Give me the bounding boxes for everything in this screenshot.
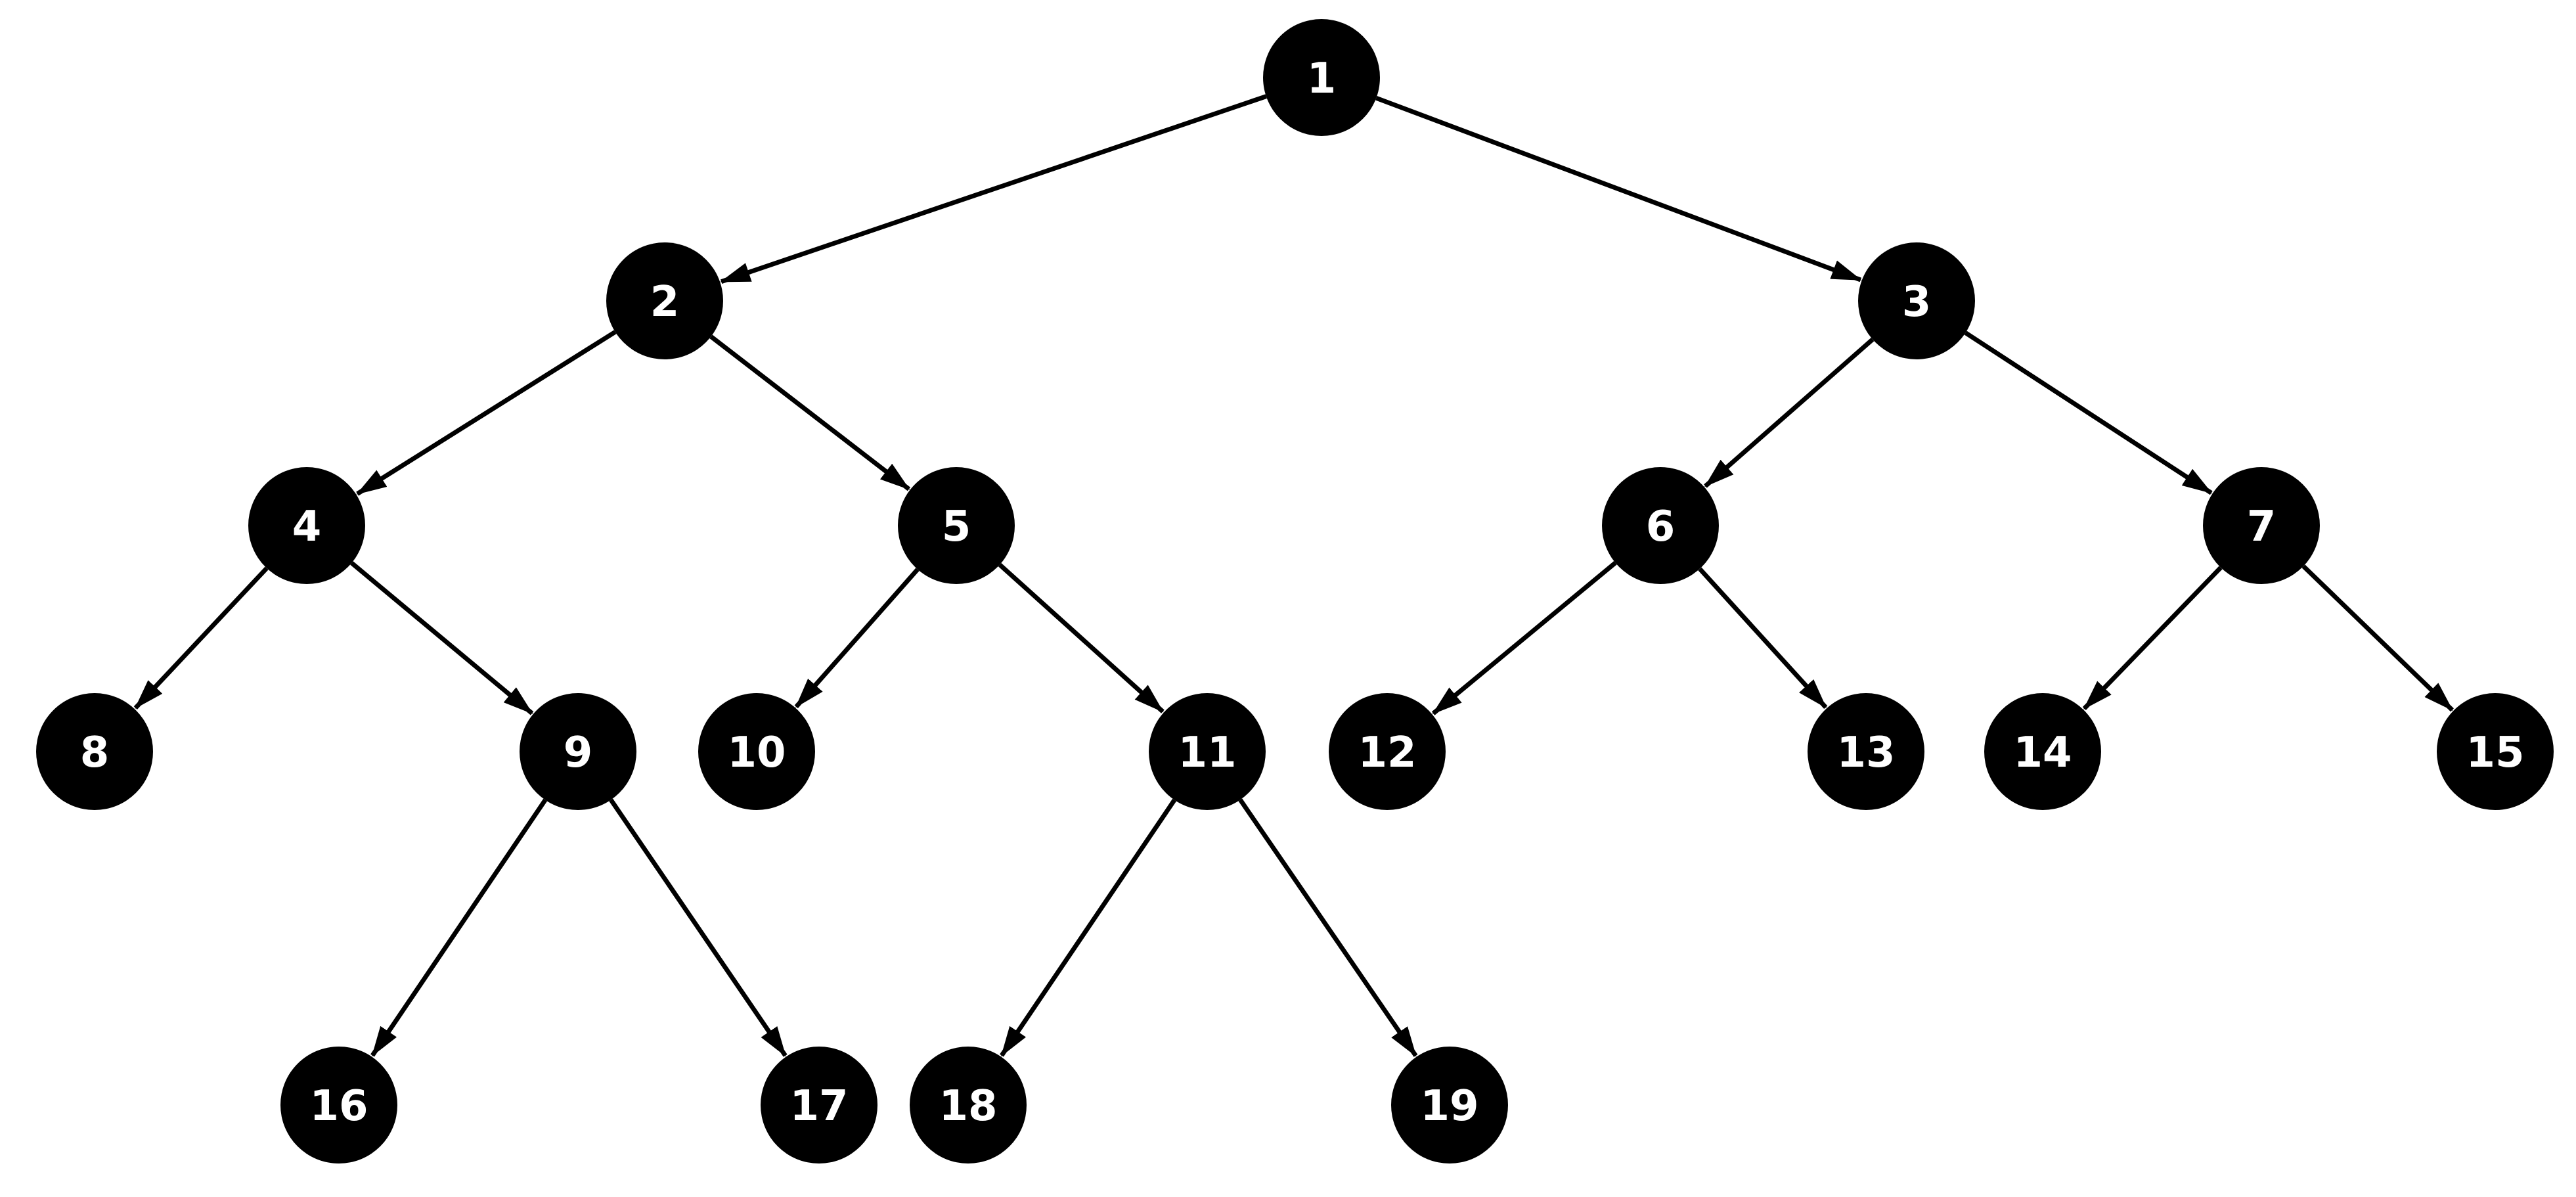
node-label-3: 3 [1902, 278, 1932, 327]
tree-node-19: 19 [1391, 1047, 1508, 1163]
node-circle-2 [606, 242, 723, 359]
node-label-14: 14 [2013, 729, 2072, 777]
node-label-9: 9 [564, 729, 593, 777]
edge-5-10 [794, 568, 920, 709]
node-circle-19 [1391, 1047, 1508, 1163]
node-circle-1 [1263, 19, 1380, 136]
edge-4-8 [133, 566, 269, 710]
node-label-10: 10 [727, 729, 786, 777]
node-label-1: 1 [1307, 55, 1337, 103]
edge-3-6 [1704, 338, 1875, 488]
edge-5-11 [998, 562, 1165, 713]
tree-node-3: 3 [1858, 242, 1975, 359]
tree-node-8: 8 [36, 693, 153, 810]
node-label-4: 4 [292, 503, 322, 551]
node-label-7: 7 [2247, 503, 2276, 551]
node-circle-10 [698, 693, 815, 810]
node-circle-15 [2437, 693, 2554, 810]
node-circle-12 [1329, 693, 1446, 810]
tree-node-11: 11 [1149, 693, 1266, 810]
node-circle-5 [898, 467, 1015, 584]
edge-11-19 [1238, 798, 1418, 1057]
tree-node-10: 10 [698, 693, 815, 810]
tree-node-4: 4 [248, 467, 365, 584]
edge-7-15 [2301, 564, 2454, 712]
node-circle-6 [1602, 467, 1719, 584]
node-label-12: 12 [1358, 729, 1416, 777]
edge-7-14 [2082, 566, 2223, 711]
tree-node-13: 13 [1808, 693, 1924, 810]
edge-2-4 [356, 330, 617, 496]
edge-11-18 [1000, 798, 1177, 1057]
tree-node-17: 17 [761, 1047, 877, 1163]
tree-node-18: 18 [910, 1047, 1027, 1163]
tree-node-2: 2 [606, 242, 723, 359]
node-circle-4 [248, 467, 365, 584]
edge-1-3 [1375, 95, 1862, 282]
node-circle-13 [1808, 693, 1924, 810]
tree-node-12: 12 [1329, 693, 1446, 810]
node-label-17: 17 [789, 1082, 848, 1131]
node-circle-18 [910, 1047, 1027, 1163]
node-label-15: 15 [2466, 729, 2524, 777]
node-label-18: 18 [939, 1082, 997, 1131]
tree-node-1: 1 [1263, 19, 1380, 136]
node-label-6: 6 [1646, 503, 1676, 551]
tree-node-15: 15 [2437, 693, 2554, 810]
node-circle-9 [520, 693, 636, 810]
tree-node-6: 6 [1602, 467, 1719, 584]
node-circle-11 [1149, 693, 1266, 810]
edge-1-2 [720, 94, 1267, 284]
edge-3-7 [1964, 330, 2213, 495]
node-label-19: 19 [1420, 1082, 1478, 1131]
edge-9-16 [370, 798, 548, 1057]
tree-node-14: 14 [1984, 693, 2101, 810]
node-label-13: 13 [1836, 729, 1895, 777]
node-circle-17 [761, 1047, 877, 1163]
edge-2-5 [709, 334, 911, 491]
edge-4-9 [350, 561, 534, 715]
tree-node-9: 9 [520, 693, 636, 810]
node-label-8: 8 [80, 729, 110, 777]
tree-node-5: 5 [898, 467, 1015, 584]
edge-6-13 [1698, 567, 1828, 710]
node-circle-16 [280, 1047, 397, 1163]
edge-6-12 [1431, 561, 1617, 715]
node-label-2: 2 [650, 278, 680, 327]
node-circle-7 [2203, 467, 2320, 584]
tree-node-7: 7 [2203, 467, 2320, 584]
tree-node-16: 16 [280, 1047, 397, 1163]
node-label-5: 5 [942, 503, 971, 551]
edge-9-17 [609, 798, 788, 1057]
node-label-11: 11 [1178, 729, 1236, 777]
node-circle-8 [36, 693, 153, 810]
node-label-16: 16 [309, 1082, 368, 1131]
node-circle-14 [1984, 693, 2101, 810]
node-circle-3 [1858, 242, 1975, 359]
